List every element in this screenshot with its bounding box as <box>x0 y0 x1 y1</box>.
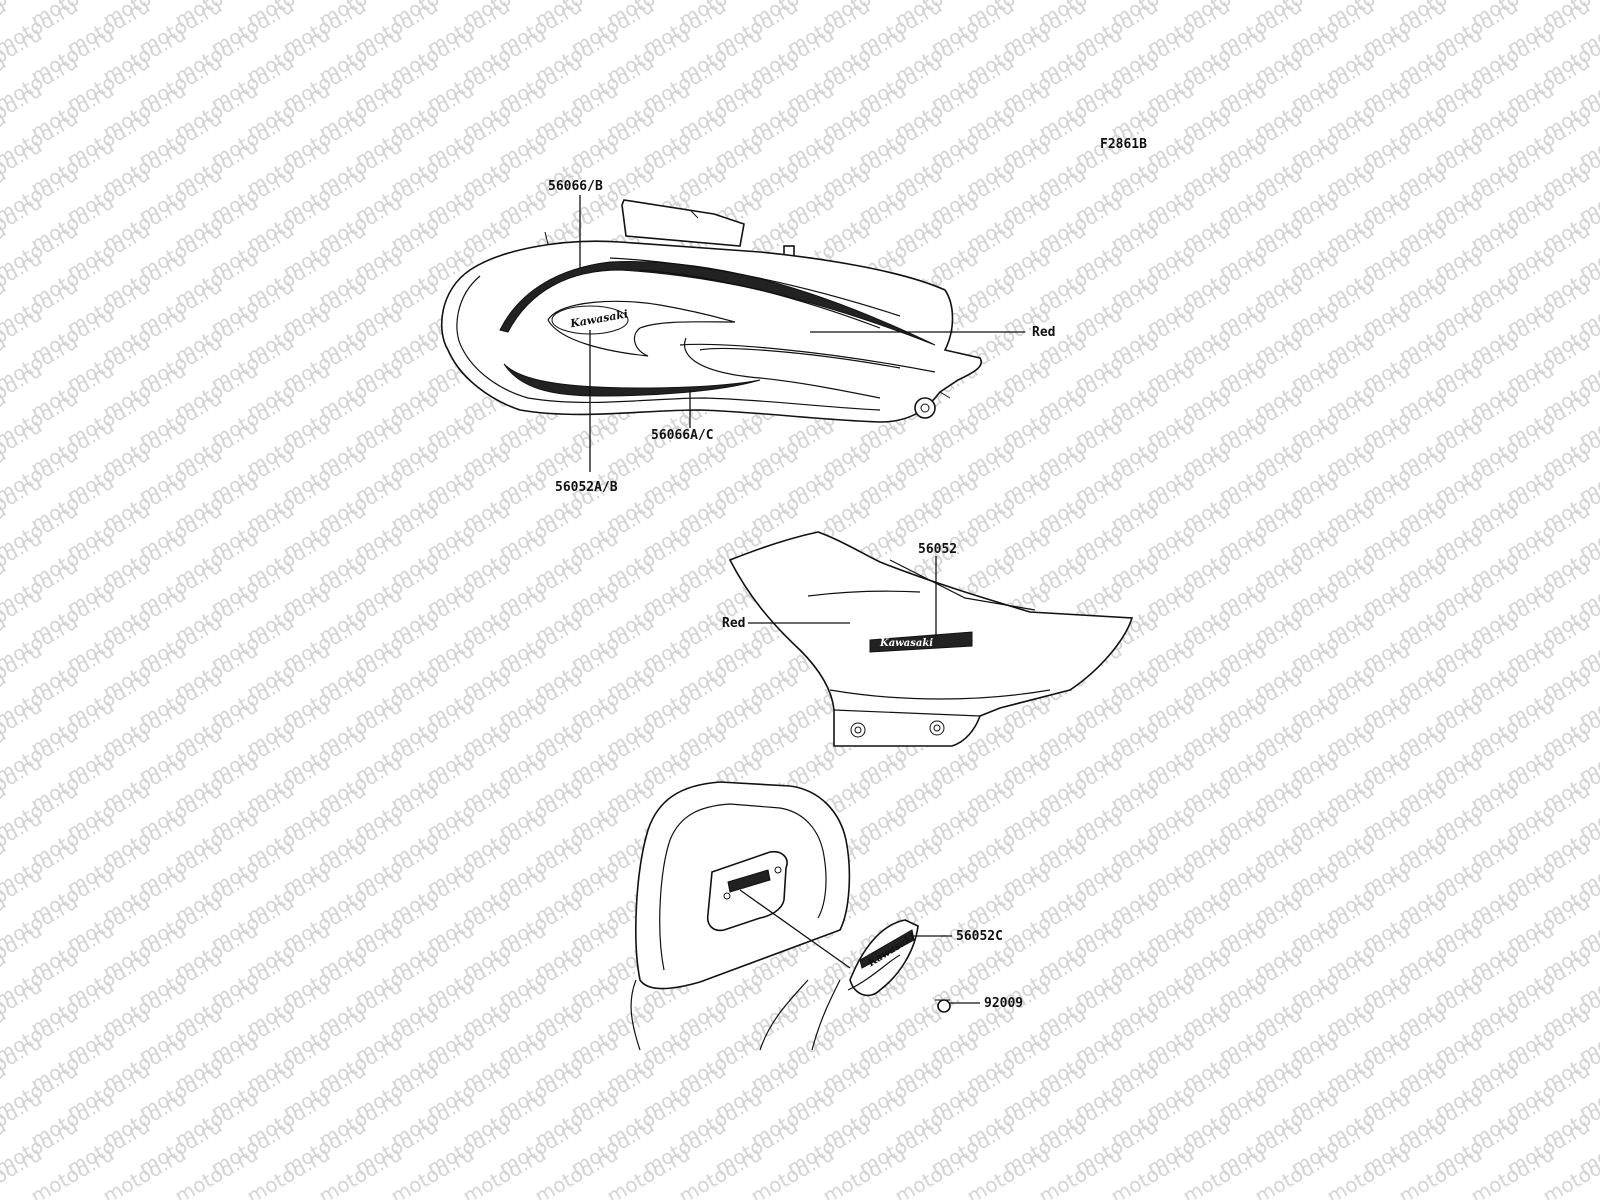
fuel-tank: Kawasaki 56066/B Red 56066A/C 56052A/B <box>440 179 1055 495</box>
callout-56052c: 56052C <box>956 929 1003 944</box>
cover-emblem-lettering: Kawasaki <box>879 638 933 649</box>
drawing-id: F2861B <box>1100 137 1147 152</box>
callout-red-cover: Red <box>722 616 745 631</box>
callout-92009: 92009 <box>984 996 1023 1011</box>
callout-56052: 56052 <box>918 542 957 557</box>
callout-red-tank: Red <box>1032 325 1055 340</box>
callout-56066b: 56066/B <box>548 179 603 194</box>
watermark-text: motod.ru <box>1575 0 1600 4</box>
callout-56052ab: 56052A/B <box>555 480 618 495</box>
callout-56066ac: 56066A/C <box>651 428 714 443</box>
